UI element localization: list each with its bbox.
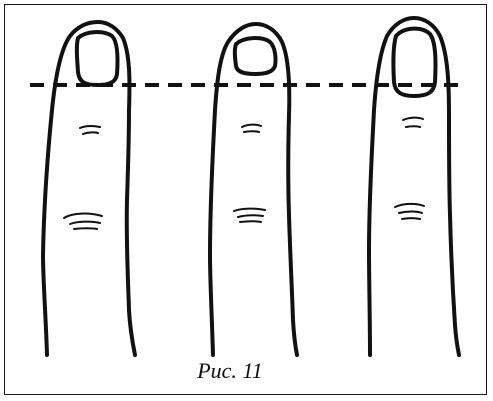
figure-caption: Рис. 11 — [0, 360, 460, 382]
finger-1-nail — [77, 32, 118, 85]
finger-1-crease-lower — [64, 214, 102, 229]
finger-2-crease-upper — [242, 125, 261, 132]
finger-1 — [43, 22, 135, 355]
finger-1-outline — [43, 22, 135, 355]
finger-3-outline — [369, 18, 459, 355]
finger-2-nail — [235, 38, 276, 74]
finger-1-crease-upper — [80, 126, 100, 134]
finger-3 — [369, 18, 459, 355]
finger-2-crease-lower — [234, 209, 265, 222]
finger-2 — [210, 24, 297, 355]
finger-3-crease-upper — [403, 118, 423, 127]
finger-3-crease-lower — [395, 204, 424, 219]
